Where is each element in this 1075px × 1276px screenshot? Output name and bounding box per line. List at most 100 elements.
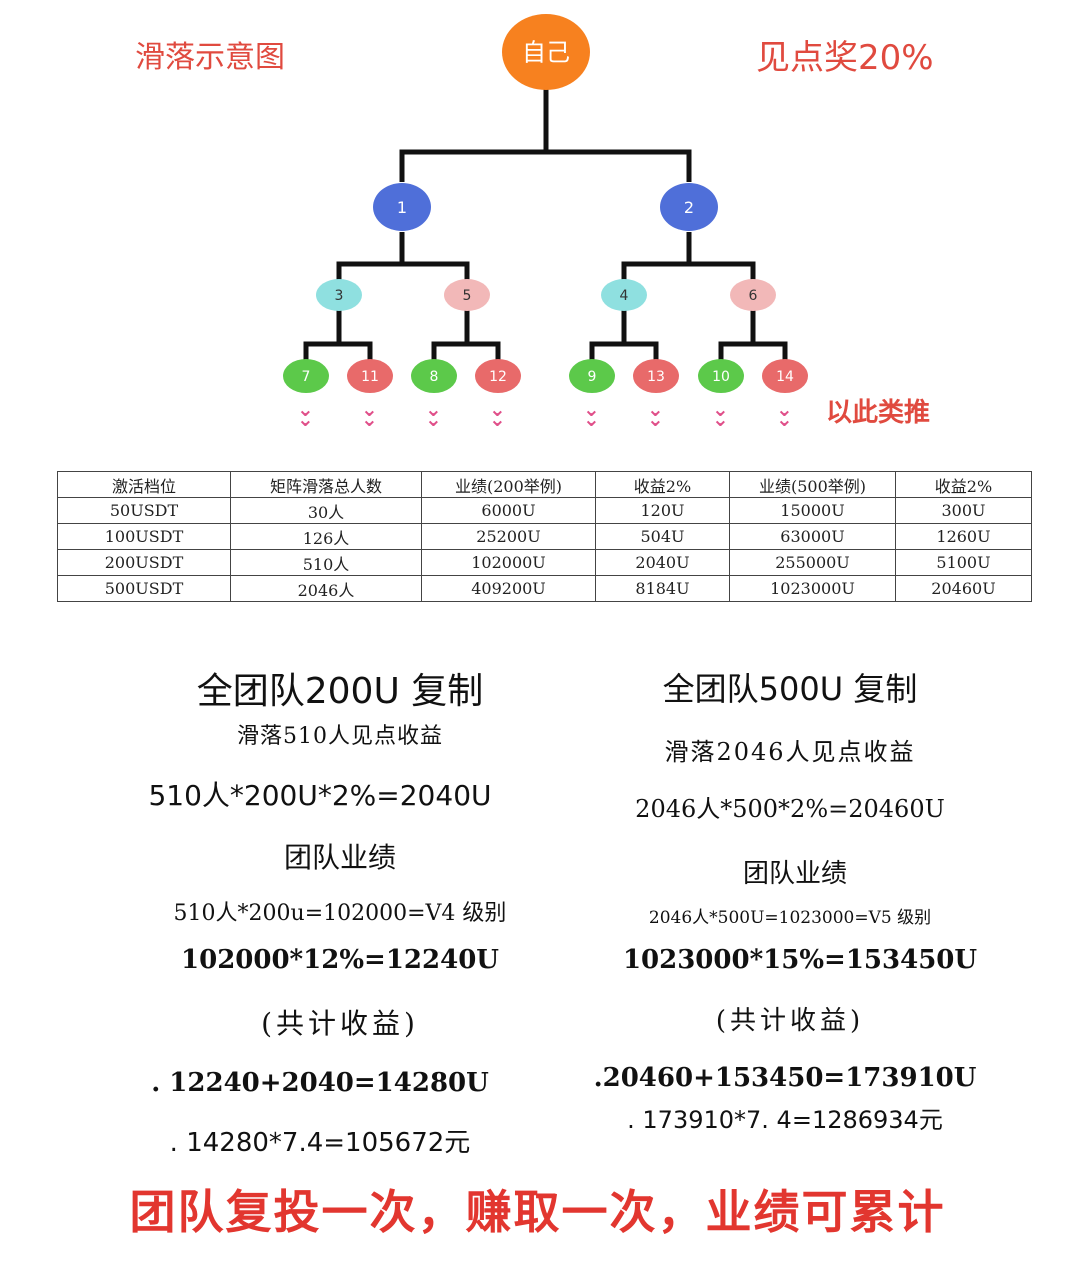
tree-node-shape xyxy=(633,359,679,393)
col-header: 业绩(500举例) xyxy=(729,471,896,498)
col-header: 收益2% xyxy=(895,471,1032,498)
tree-node-label: 1 xyxy=(397,198,407,217)
right-plan-title: 全团队500U 复制 xyxy=(662,670,918,708)
tree-node-label: 14 xyxy=(776,369,794,385)
table-cell: 504U xyxy=(595,523,730,550)
tree-node-10: 10 xyxy=(698,359,744,393)
left-formula-5: . 14280*7.4=105672元 xyxy=(169,1128,471,1158)
left-formula-1: 510人*200U*2%=2040U xyxy=(148,779,492,812)
table-cell: 300U xyxy=(895,497,1032,524)
chevron-down-icon: ⌄⌄ xyxy=(583,397,600,431)
tree-node-label: 4 xyxy=(620,288,629,304)
tree-node-label: 12 xyxy=(489,369,507,385)
tree-node-label: 5 xyxy=(463,288,472,304)
col-header: 激活档位 xyxy=(57,471,231,498)
chevron-down-icon: ⌄⌄ xyxy=(776,397,793,431)
table-cell: 255000U xyxy=(729,549,896,576)
tree-connector xyxy=(589,341,659,362)
tree-node-label: 3 xyxy=(335,288,344,304)
table-cell: 409200U xyxy=(421,575,596,602)
left-total-label: (共计收益) xyxy=(261,1007,419,1040)
table-cell: 200USDT xyxy=(57,549,231,576)
tree-node-label: 8 xyxy=(430,369,439,385)
chevron-down-icon: ⌄⌄ xyxy=(425,397,442,431)
right-total-label: (共计收益) xyxy=(715,1006,865,1036)
tree-node-label: 自己 xyxy=(522,39,570,67)
tree-node-shape xyxy=(730,279,776,311)
tree-connectors xyxy=(303,85,788,362)
table-cell: 2040U xyxy=(595,549,730,576)
tree-node-1: 1 xyxy=(373,183,431,231)
chevron-down-icon: ⌄⌄ xyxy=(489,397,506,431)
chevron-down-icon: ⌄⌄ xyxy=(361,397,378,431)
tree-node-label: 10 xyxy=(712,369,730,385)
table-cell: 63000U xyxy=(729,523,896,550)
table-row: 200USDT 510人 102000U 2040U 255000U 5100U xyxy=(57,549,1032,576)
slogan-banner: 团队复投一次，赚取一次，业绩可累计 xyxy=(129,1185,946,1239)
table-cell: 5100U xyxy=(895,549,1032,576)
chevron-down-icon: ⌄⌄ xyxy=(647,397,664,431)
table-cell: 30人 xyxy=(230,497,422,524)
bonus-title: 见点奖20% xyxy=(756,38,934,78)
chevron-down-icon: ⌄⌄ xyxy=(297,397,314,431)
tree-node-7: 7 xyxy=(283,359,329,393)
left-team-title: 团队业绩 xyxy=(283,841,396,874)
table-cell: 50USDT xyxy=(57,497,231,524)
tree-connector xyxy=(431,341,501,362)
tree-node-shape xyxy=(698,359,744,393)
tree-node-12: 12 xyxy=(475,359,521,393)
tree-node-5: 5 xyxy=(444,279,490,311)
table-cell: 120U xyxy=(595,497,730,524)
tree-node-11: 11 xyxy=(347,359,393,393)
tree-node-shape xyxy=(347,359,393,393)
tree-node-label: 6 xyxy=(749,288,758,304)
right-formula-5: . 173910*7. 4=1286934元 xyxy=(627,1106,943,1134)
table-cell: 25200U xyxy=(421,523,596,550)
tree-connector xyxy=(303,341,373,362)
table-cell: 20460U xyxy=(895,575,1032,602)
tree-node-shape xyxy=(502,14,590,90)
right-formula-2: 2046人*500U=1023000=V5 级别 xyxy=(648,908,932,928)
tree-connector xyxy=(399,149,692,182)
left-formula-3: 102000*12%=12240U xyxy=(181,945,499,975)
tree-node-2: 2 xyxy=(660,183,718,231)
right-team-title: 团队业绩 xyxy=(742,859,847,889)
table-cell: 2046人 xyxy=(230,575,422,602)
table-row: 50USDT 30人 6000U 120U 15000U 300U xyxy=(57,497,1032,524)
tree-node-label: 2 xyxy=(684,198,694,217)
table-cell: 102000U xyxy=(421,549,596,576)
tree-node-label: 11 xyxy=(361,369,379,385)
tree-connector xyxy=(718,341,788,362)
table-cell: 15000U xyxy=(729,497,896,524)
table-cell: 126人 xyxy=(230,523,422,550)
tree-connector xyxy=(336,261,470,282)
table-cell: 1260U xyxy=(895,523,1032,550)
tree-connector xyxy=(621,261,756,282)
tree-node-shape xyxy=(475,359,521,393)
tree-node-shape xyxy=(316,279,362,311)
tree-node-13: 13 xyxy=(633,359,679,393)
left-formula-2: 510人*200u=102000=V4 级别 xyxy=(173,901,507,926)
tree-node-14: 14 xyxy=(762,359,808,393)
table-header-row: 激活档位 矩阵滑落总人数 业绩(200举例) 收益2% 业绩(500举例) 收益… xyxy=(57,471,1032,498)
table-cell: 8184U xyxy=(595,575,730,602)
chevron-down-icon: ⌄⌄ xyxy=(712,397,729,431)
tree-node-3: 3 xyxy=(316,279,362,311)
table-cell: 1023000U xyxy=(729,575,896,602)
left-plan-title: 全团队200U 复制 xyxy=(196,671,484,712)
table-cell: 510人 xyxy=(230,549,422,576)
right-formula-4: .20460+153450=173910U xyxy=(593,1063,977,1093)
table-cell: 100USDT xyxy=(57,523,231,550)
tree-node-shape xyxy=(444,279,490,311)
tree-node-shape xyxy=(569,359,615,393)
tree-node-8: 8 xyxy=(411,359,457,393)
col-header: 业绩(200举例) xyxy=(421,471,596,498)
left-plan-subtitle: 滑落510人见点收益 xyxy=(237,724,443,749)
tree-node-label: 7 xyxy=(302,369,311,385)
tree-node-4: 4 xyxy=(601,279,647,311)
tree-node-shape xyxy=(762,359,808,393)
tree-node-shape xyxy=(373,183,431,231)
right-formula-3: 1023000*15%=153450U xyxy=(622,945,978,975)
col-header: 矩阵滑落总人数 xyxy=(230,471,422,498)
